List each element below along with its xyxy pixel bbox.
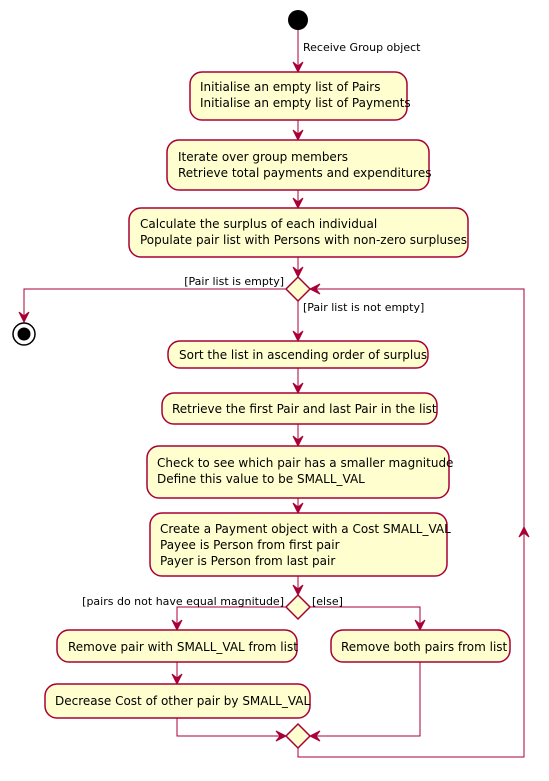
check-magnitude-node [146, 445, 450, 499]
end-node [12, 322, 36, 346]
retrieve-pairs-node [161, 392, 438, 425]
retrieve-pairs-text: Retrieve the first Pair and last Pair in… [172, 402, 437, 416]
arrowheads [18, 61, 530, 742]
create-payment-text: Create a Payment object with a Cost SMAL… [160, 522, 455, 568]
remove-both-pairs-node [330, 629, 511, 663]
calculate-surplus-node [128, 207, 469, 258]
init-lists-node [189, 71, 408, 121]
edges [23, 30, 525, 758]
init-lists-text: Initialise an empty list of Pairs Initia… [200, 80, 411, 110]
start-edge-label: Receive Group object [303, 41, 421, 54]
magnitude-decision-diamond [284, 593, 312, 621]
remove-one-pair-node [56, 629, 298, 663]
calculate-surplus-text: Calculate the surplus of each individual… [140, 217, 467, 247]
start-node [288, 10, 308, 30]
pair-list-decision-diamond [284, 275, 312, 303]
not-equal-guard-label: [pairs do not have equal magnitude] [82, 595, 284, 608]
check-magnitude-text: Check to see which pair has a smaller ma… [157, 456, 457, 486]
else-guard-label: [else] [312, 595, 343, 608]
sort-list-node [167, 340, 429, 369]
create-payment-node [149, 512, 448, 577]
not-empty-guard-label: [Pair list is not empty] [303, 301, 424, 314]
iterate-members-text: Iterate over group members Retrieve tota… [178, 150, 431, 180]
decrease-cost-text: Decrease Cost of other pair by SMALL_VAL [55, 694, 311, 708]
iterate-members-node [166, 139, 430, 191]
remove-both-pairs-text: Remove both pairs from list [341, 640, 508, 654]
decrease-cost-node [44, 683, 311, 719]
empty-guard-label: [Pair list is empty] [184, 275, 284, 288]
sort-list-text: Sort the list in ascending order of surp… [179, 348, 427, 362]
remove-one-pair-text: Remove pair with SMALL_VAL from list [68, 640, 298, 654]
merge-diamond [284, 722, 312, 750]
